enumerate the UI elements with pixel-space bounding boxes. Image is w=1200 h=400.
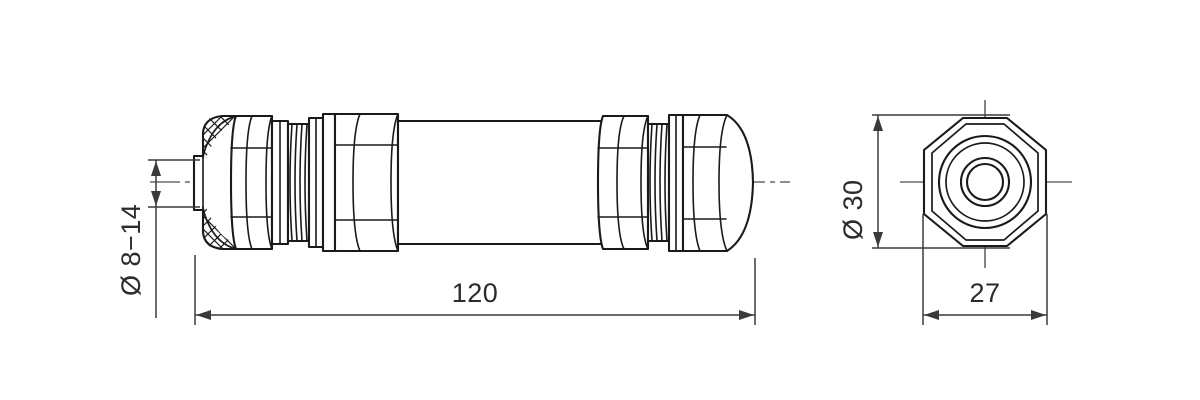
thread-crest-r1 xyxy=(649,123,653,242)
left-hex-nut xyxy=(229,114,274,251)
af-arrow-right xyxy=(1031,310,1046,320)
left-cable-gland xyxy=(192,114,240,251)
dimension-overall-length: 120 xyxy=(194,255,756,325)
thread-crest-l4 xyxy=(304,123,308,242)
end-view-inner-hexagon xyxy=(931,123,1039,241)
thread-crest-r2 xyxy=(654,123,658,242)
end-view-seal-circle xyxy=(945,142,1025,222)
dimension-cable-entry: Ø 8−14 xyxy=(116,159,200,318)
left-body-hex-facet-2 xyxy=(390,113,399,252)
right-cable-gland xyxy=(681,113,755,253)
thread-crest-r3 xyxy=(659,123,663,242)
left-hex-nut-facet-2 xyxy=(265,115,273,250)
left-body-hex-body xyxy=(333,112,400,253)
dimension-label-cable-entry: Ø 8−14 xyxy=(116,204,146,296)
left-body-hex-facet-1 xyxy=(352,113,361,252)
end-view: Ø 30 27 xyxy=(838,100,1072,325)
length-arrow-left xyxy=(196,310,211,320)
left-hex-nut-facet-1 xyxy=(245,115,253,250)
thread-crest-l2 xyxy=(294,123,298,242)
length-arrow-right xyxy=(739,310,754,320)
dimension-label-overall-length: 120 xyxy=(452,278,499,308)
center-body xyxy=(396,119,605,246)
right-hex-nut xyxy=(596,114,650,251)
left-body-hex xyxy=(333,112,400,253)
cable-entry-arrow-top xyxy=(151,161,161,176)
side-elevation-view: Ø 8−14 120 xyxy=(116,112,790,325)
right-thread-bellows xyxy=(646,122,671,243)
cable-entry-arrow-bottom xyxy=(151,191,161,206)
dimension-across-flats: 27 xyxy=(922,214,1048,325)
left-ring xyxy=(307,116,325,249)
right-hex-nut-facet-1 xyxy=(616,115,625,250)
od-arrow-bottom xyxy=(873,232,883,247)
dimension-label-across-flats: 27 xyxy=(969,278,1000,308)
right-gland-dome xyxy=(681,113,755,253)
thread-crest-l1 xyxy=(289,123,293,242)
left-thread-bellows xyxy=(286,122,311,243)
left-collar xyxy=(270,119,290,246)
dimension-outer-diameter: Ø 30 xyxy=(838,114,1010,249)
right-gland-facet-2 xyxy=(718,114,728,252)
left-gland-knurl-edge-top xyxy=(202,115,237,159)
thread-crest-l3 xyxy=(299,123,303,242)
right-collar xyxy=(667,113,685,253)
right-hex-nut-body xyxy=(596,114,650,251)
left-ring-2-body xyxy=(321,112,337,253)
center-body-cylinder xyxy=(396,119,605,246)
right-hex-nut-facet-2 xyxy=(640,115,649,250)
left-ring-2 xyxy=(321,112,337,253)
left-gland-knurl-edge-bottom xyxy=(202,206,237,250)
end-view-bore-circle xyxy=(965,162,1005,202)
right-gland-facet-1 xyxy=(692,114,701,252)
af-arrow-left xyxy=(924,310,939,320)
thread-crest-r4 xyxy=(664,123,668,242)
od-arrow-top xyxy=(873,116,883,131)
left-hex-nut-body xyxy=(229,114,274,251)
dimension-label-outer-diameter: Ø 30 xyxy=(838,179,868,240)
